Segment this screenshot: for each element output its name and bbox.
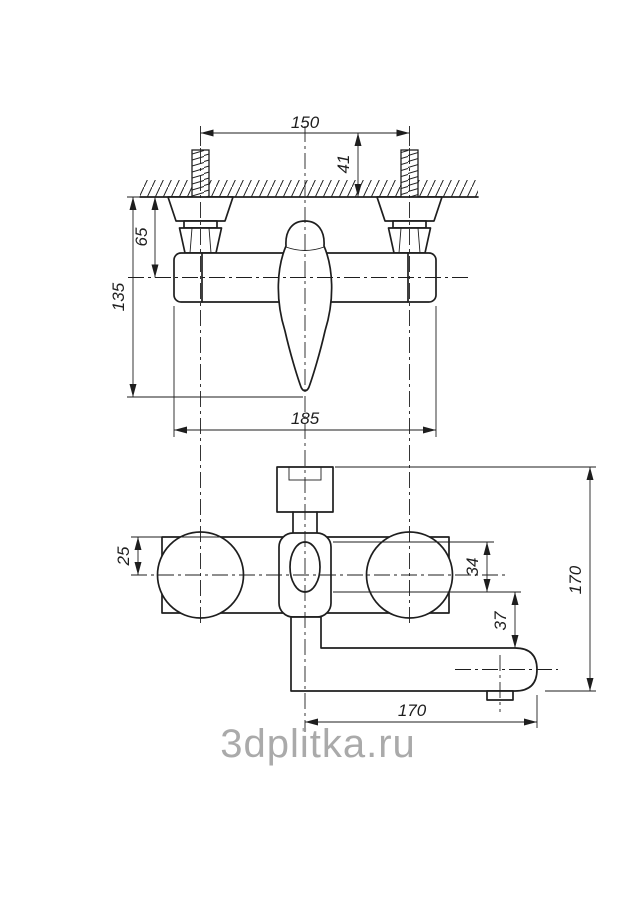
front-view xyxy=(139,149,479,392)
dimension-body-width: 185 xyxy=(173,306,437,437)
dimensions: 150 41 65 135 185 25 xyxy=(109,113,596,728)
dim-label-34: 34 xyxy=(463,558,482,577)
watermark-text: 3dplitka.ru xyxy=(220,722,416,766)
dimension-body-half-depth: 25 xyxy=(114,536,240,575)
dim-label-37: 37 xyxy=(491,611,510,630)
dimension-spout-reach-depth: 170 xyxy=(335,466,596,692)
plan-view xyxy=(156,466,538,701)
dimension-body-to-spout-axis: 37 xyxy=(491,592,521,649)
dimension-pipe-spacing: 150 xyxy=(200,113,410,146)
dimension-wall-offset: 41 xyxy=(334,133,362,197)
dim-label-170-length: 170 xyxy=(398,701,427,720)
dim-label-135: 135 xyxy=(109,282,128,311)
handle-joint-line xyxy=(285,246,325,251)
dim-label-170-depth: 170 xyxy=(566,565,585,594)
wall-hatching xyxy=(140,180,478,197)
dim-label-41: 41 xyxy=(334,155,353,174)
dim-label-25: 25 xyxy=(114,546,133,566)
dim-label-65: 65 xyxy=(132,227,151,246)
dimension-spout-reach-length: 170 xyxy=(305,695,538,728)
dim-label-185: 185 xyxy=(291,409,320,428)
dim-label-150: 150 xyxy=(291,113,320,132)
dimension-wall-to-axis: 65 xyxy=(127,196,172,278)
dimension-wall-to-handle-bottom: 135 xyxy=(109,197,303,398)
dimension-cartridge-depth: 34 xyxy=(333,541,521,593)
